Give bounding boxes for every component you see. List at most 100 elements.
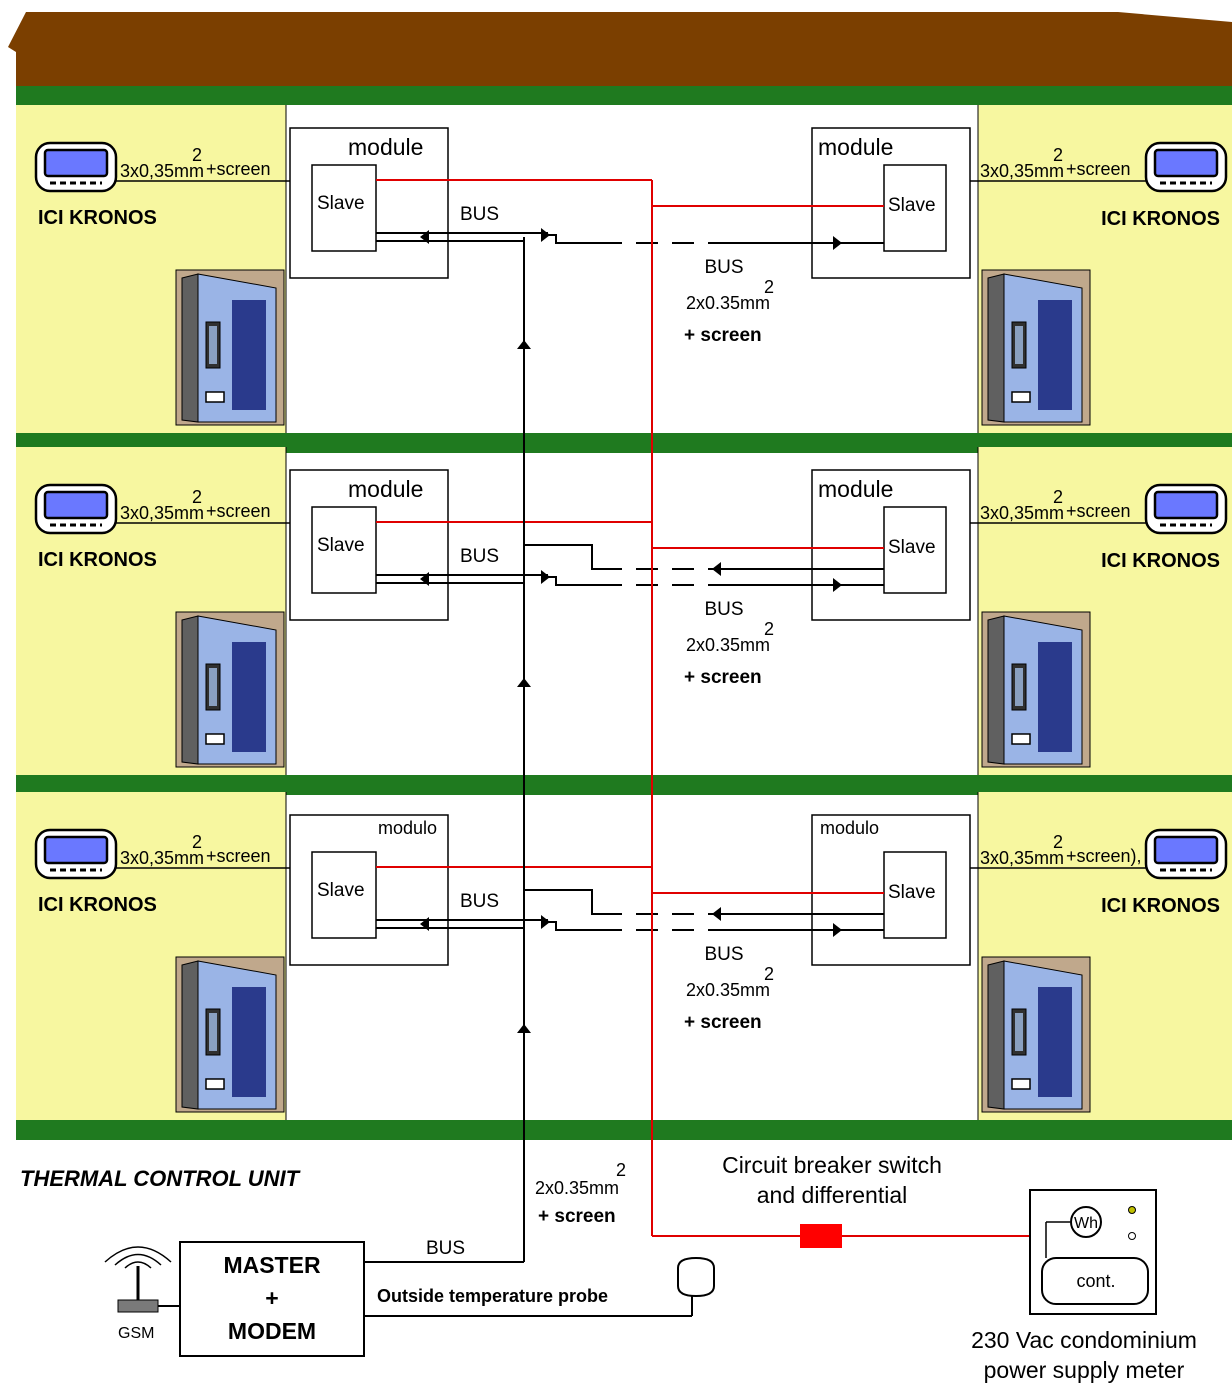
meter-cont: cont.: [1076, 1271, 1115, 1291]
bus-screen-center: + screen: [684, 325, 762, 346]
bus-label-center: BUS: [704, 944, 743, 965]
slave-label-left: Slave: [317, 193, 365, 214]
slave-box-left: [311, 506, 377, 594]
thermostat-icon: [34, 141, 118, 193]
module-label-right: module: [818, 476, 893, 502]
door-icon: [981, 269, 1091, 426]
thermostat-label-right: ICI KRONOS: [1101, 550, 1220, 572]
bus-spec-center-exponent: 2: [764, 619, 774, 639]
thermostat-label-left: ICI KRONOS: [38, 549, 157, 571]
cable-spec-right-screen: +screen: [1066, 501, 1131, 521]
gsm-label: GSM: [118, 1325, 154, 1342]
probe-label: Outside temperature probe: [377, 1286, 608, 1306]
trunk-screen: + screen: [538, 1206, 616, 1227]
door-icon: [981, 611, 1091, 768]
master-label: MASTER: [223, 1252, 321, 1278]
floor-slab: [16, 1120, 1232, 1140]
door-icon: [175, 956, 285, 1113]
module-label-left: modulo: [378, 818, 437, 838]
breaker-label-1: Circuit breaker switch: [722, 1152, 942, 1178]
slave-box-right: [883, 506, 947, 594]
module-label-left: module: [348, 476, 423, 502]
door-icon: [175, 269, 285, 426]
slave-label-left: Slave: [317, 535, 365, 556]
module-label-left: module: [348, 134, 423, 160]
thermostat-icon: [1144, 483, 1228, 535]
thermostat-label-right: ICI KRONOS: [1101, 895, 1220, 917]
thermostat-label-left: ICI KRONOS: [38, 207, 157, 229]
cable-spec-left-screen: +screen: [206, 159, 271, 179]
bus-spec-center-exponent: 2: [764, 964, 774, 984]
cable-spec-left-exponent: 2: [192, 832, 202, 852]
door-icon: [175, 611, 285, 768]
cable-spec-left-exponent: 2: [192, 487, 202, 507]
bus-screen-center: + screen: [684, 1012, 762, 1033]
slave-label-left: Slave: [317, 880, 365, 901]
cable-spec-left: 3x0,35mm: [120, 503, 204, 523]
cable-spec-left: 3x0,35mm: [120, 848, 204, 868]
module-label-right: modulo: [820, 818, 879, 838]
modem-label: MODEM: [228, 1318, 316, 1344]
thermostat-icon: [1144, 828, 1228, 880]
cable-spec-right-screen: +screen),: [1066, 846, 1142, 866]
cable-spec-left-screen: +screen: [206, 846, 271, 866]
roof: [8, 12, 1232, 86]
cable-spec-right: 3x0,35mm: [980, 848, 1064, 868]
cable-spec-right-screen: +screen: [1066, 159, 1131, 179]
cable-spec-left-exponent: 2: [192, 145, 202, 165]
circuit-breaker: [800, 1224, 842, 1248]
door-icon: [981, 956, 1091, 1113]
bus-label-local: BUS: [460, 891, 499, 912]
slave-box-right: [883, 164, 947, 252]
bus-spec-center: 2x0.35mm: [686, 293, 770, 313]
bus-spec-center: 2x0.35mm: [686, 980, 770, 1000]
control-unit-title: THERMAL CONTROL UNIT: [20, 1166, 301, 1191]
floor-slab: [16, 433, 1232, 453]
bus-label-local: BUS: [460, 204, 499, 225]
bus-screen-center: + screen: [684, 667, 762, 688]
bus-label-local: BUS: [460, 546, 499, 567]
bus-label-center: BUS: [704, 599, 743, 620]
floor-slab: [16, 775, 1232, 795]
trunk-spec-exponent: 2: [616, 1160, 626, 1180]
cable-spec-left-screen: +screen: [206, 501, 271, 521]
bus-label-center: BUS: [704, 257, 743, 278]
master-plus: +: [265, 1285, 278, 1311]
cable-spec-right-exponent: 2: [1053, 832, 1063, 852]
master-bus-label: BUS: [426, 1238, 465, 1259]
master-modem-box: [179, 1241, 365, 1357]
thermostat-icon: [34, 483, 118, 535]
slave-box-left: [311, 851, 377, 939]
cable-spec-right: 3x0,35mm: [980, 161, 1064, 181]
power-meter-icon: [1029, 1189, 1157, 1315]
temperature-probe-icon: [677, 1256, 715, 1298]
bus-spec-center-exponent: 2: [764, 277, 774, 297]
cable-spec-left: 3x0,35mm: [120, 161, 204, 181]
thermostat-label-right: ICI KRONOS: [1101, 208, 1220, 230]
slave-label-right: Slave: [888, 537, 936, 558]
thermostat-icon: [1144, 141, 1228, 193]
slave-box-right: [883, 851, 947, 939]
cable-spec-right-exponent: 2: [1053, 487, 1063, 507]
slave-label-right: Slave: [888, 195, 936, 216]
meter-caption-2: power supply meter: [984, 1357, 1185, 1383]
slave-label-right: Slave: [888, 882, 936, 903]
antenna-icon: [104, 1246, 180, 1313]
breaker-label-2: and differential: [757, 1182, 907, 1208]
trunk-spec: 2x0.35mm: [535, 1178, 619, 1198]
cable-spec-right-exponent: 2: [1053, 145, 1063, 165]
floor-slab: [16, 86, 1232, 105]
bus-spec-center: 2x0.35mm: [686, 635, 770, 655]
thermostat-icon: [34, 828, 118, 880]
thermostat-label-left: ICI KRONOS: [38, 894, 157, 916]
meter-caption-1: 230 Vac condominium: [971, 1327, 1197, 1353]
meter-wh: Wh: [1074, 1215, 1098, 1232]
slave-box-left: [311, 164, 377, 252]
cable-spec-right: 3x0,35mm: [980, 503, 1064, 523]
module-label-right: module: [818, 134, 893, 160]
